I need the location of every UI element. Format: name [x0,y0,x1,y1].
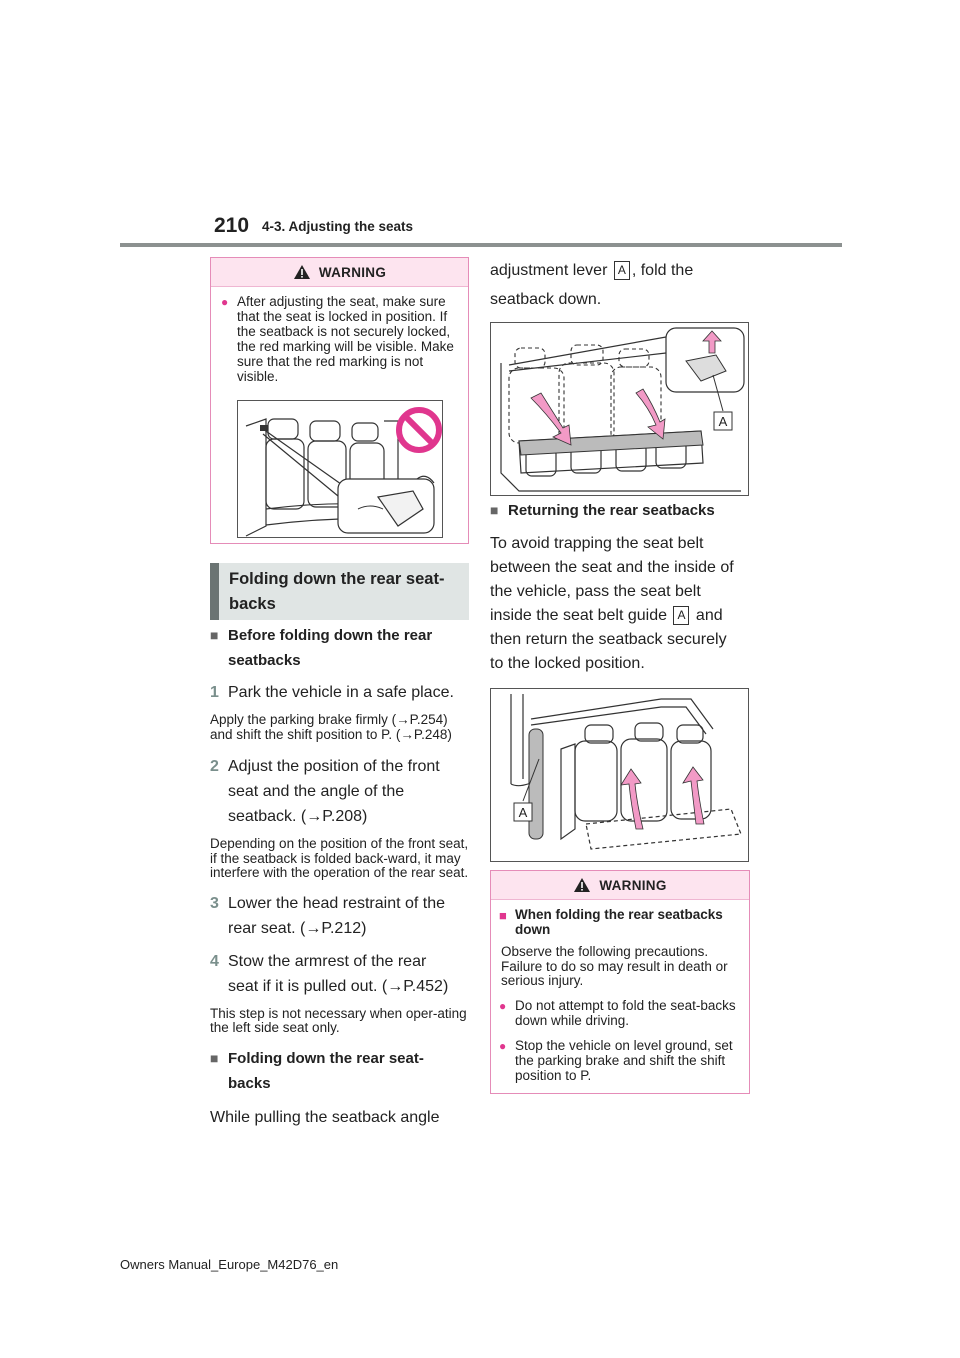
warning-box-1: WARNING ● After adjusting the seat, make… [210,257,469,544]
step-2: 2 Adjust the position of the front seat a… [210,754,472,829]
step-text: Park the vehicle in a safe place. [228,684,454,701]
warning-header: WARNING [491,871,749,900]
square-bullet-icon: ■ [210,627,219,643]
paragraph-line: inside the seat belt guide A and [490,604,760,628]
step-line: Adjust the position of the front [228,758,440,775]
step-number: 4 [210,952,219,970]
subheading-returning: ■ Returning the rear seatbacks [490,498,760,523]
square-bullet-icon: ■ [499,908,507,923]
paragraph-line: between the seat and the inside of [490,559,734,576]
text-run: inside the seat belt guide [490,607,668,624]
step-2-note: Depending on the position of the front s… [210,836,469,880]
label-a-box: A [613,261,630,281]
warning-triangle-icon [574,878,591,892]
warning-triangle-icon [293,265,310,279]
warning-subheading-line: down [515,922,551,937]
warning-box-2: WARNING ■ When folding the rear seatback… [490,870,750,1094]
step-number: 1 [210,684,219,701]
warning-bullet: ● Stop the vehicle on level ground, set … [499,1037,739,1083]
warning-bullet-text: Do not attempt to fold the seat-backs do… [515,997,736,1028]
subheading-line: seatbacks [228,652,301,669]
seat-lock-illustration [245,407,442,537]
label-a: A [719,414,728,429]
text-run: adjustment lever [490,262,608,279]
text-run: and [695,607,723,624]
label-a-box: A [673,606,690,626]
paragraph-while-pulling: While pulling the seatback angle [210,1108,440,1126]
figure-return-seatback: A [490,688,749,862]
subheading-text: Folding down the rear seat-backs [228,1046,424,1096]
subheading-line: Before folding down the rear [228,627,433,644]
step-text: Adjust the position of the front seat and… [228,754,440,829]
text-run: , fold the [631,262,694,279]
paragraph-line: adjustment lever A, fold the [490,258,760,283]
square-bullet-icon: ■ [210,1049,219,1066]
step-4-note: This step is not necessary when oper-ati… [210,1005,467,1035]
warning-bullet-text: Stop the vehicle on level ground, set th… [515,1037,733,1083]
step-number: 3 [210,894,219,912]
returning-section: ■ Returning the rear seatbacks To avoid … [490,498,760,676]
step-1: 1 Park the vehicle in a safe place. [210,680,472,705]
warning-subheading-line: When folding the rear seatbacks [515,907,723,922]
subheading-folding-down: ■ Folding down the rear seat-backs [210,1046,472,1096]
step-line: rear seat. (→P.212) [228,919,367,937]
step-3: 3 Lower the head restraint of the rear se… [210,891,472,941]
subheading-text: Before folding down the rear seatbacks [228,623,432,673]
warning-bullet: ● Do not attempt to fold the seat-backs … [499,997,739,1028]
step-line: Stow the armrest of the rear [228,952,427,970]
step-line: seat if it is pulled out. (→P.452) [228,977,449,995]
bullet-dot-icon: ● [221,295,229,309]
figure-seat-lock [237,400,443,538]
returning-paragraph: To avoid trapping the seat belt between … [490,532,760,676]
page-number: 210 [214,214,250,237]
bullet-dot-icon: ● [499,1038,507,1053]
warning-bullet: ● After adjusting the seat, make sure th… [221,294,458,384]
step-text: Lower the head restraint of the rear seat… [228,891,445,941]
step-text: Stow the armrest of the rear seat if it i… [228,949,448,999]
subheading-text: Returning the rear seatbacks [508,502,715,519]
step-line: seatback. (→P.208) [228,808,368,825]
warning-title: WARNING [318,264,387,280]
fold-seatback-illustration: A [500,327,745,492]
step-number: 2 [210,758,219,775]
step-line: Lower the head restraint of the [228,894,446,912]
paragraph-line: to the locked position. [490,655,645,672]
paragraph-line: then return the seatback securely [490,631,727,648]
right-intro-paragraph: adjustment lever A, fold the seatback do… [490,258,760,312]
subheading-before-folding: ■ Before folding down the rear seatbacks [210,623,472,673]
return-seatback-illustration: A [510,694,742,850]
square-bullet-icon: ■ [490,502,499,518]
paragraph-line: To avoid trapping the seat belt [490,535,704,552]
step-4: 4 Stow the armrest of the rear seat if it… [210,949,472,999]
section-banner: Folding down the rear seat- backs [210,563,469,620]
header-rule [120,243,842,247]
subheading-line: backs [228,1074,271,1092]
banner-bar [210,563,219,620]
footer-text: Owners Manual_Europe_M42D76_en [120,1257,339,1272]
paragraph-line: seatback down. [490,291,602,308]
banner-line-2: backs [229,594,276,613]
figure-fold-seatback: A [490,322,749,496]
paragraph-line: the vehicle, pass the seat belt [490,583,701,600]
subheading-line: Folding down the rear seat- [228,1049,424,1067]
warning-header: WARNING [211,258,468,287]
label-a: A [519,805,528,820]
section-title: 4-3. Adjusting the seats [262,219,414,234]
banner-line-1: Folding down the rear seat- [229,569,445,588]
warning-text: Observe the following precautions. Failu… [501,944,728,988]
step-1-note: Apply the parking brake firmly (→P.254) … [210,712,452,742]
warning-bullet-text: After adjusting the seat, make sure that… [237,294,454,384]
bullet-dot-icon: ● [499,998,507,1013]
banner-title: Folding down the rear seat- backs [219,567,444,617]
step-line: seat and the angle of the [228,783,405,800]
warning-title: WARNING [599,877,667,893]
